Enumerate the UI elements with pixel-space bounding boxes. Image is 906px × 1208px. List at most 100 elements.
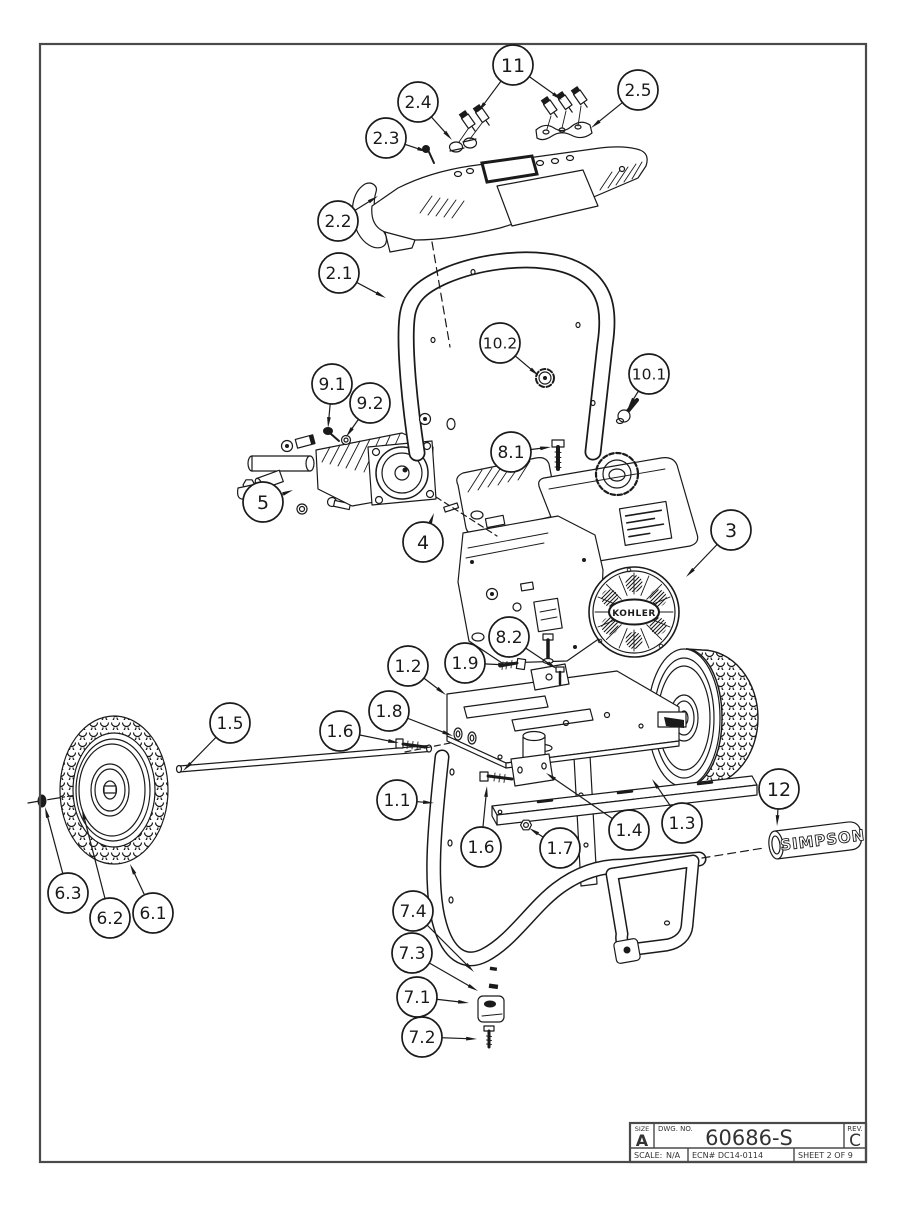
balloon-circle bbox=[132, 892, 174, 934]
callout-10.2: 10.2 bbox=[479, 322, 539, 376]
callout-1.7: 1.7 bbox=[529, 827, 581, 869]
spray-nozzle bbox=[458, 109, 476, 132]
balloon-label: 2.1 bbox=[325, 264, 352, 284]
balloon-label: 6.1 bbox=[139, 904, 166, 924]
callout-1.6: 1.6 bbox=[460, 786, 502, 868]
balloon-label: 2.3 bbox=[372, 129, 399, 149]
leader-arrowhead bbox=[82, 809, 87, 820]
flange-nut bbox=[519, 819, 533, 831]
balloon-label: 12 bbox=[767, 779, 791, 801]
engine-bolt-8-1 bbox=[551, 439, 565, 471]
leader-arrowhead bbox=[417, 146, 428, 152]
pump-screw-9-1 bbox=[323, 427, 340, 442]
balloon-label: 10.2 bbox=[483, 335, 518, 353]
balloon-label: 1.2 bbox=[394, 657, 421, 677]
callout-1.6: 1.6 bbox=[319, 710, 399, 752]
balloon-circle bbox=[368, 690, 410, 732]
ecn-value: ECN# DC14-0114 bbox=[692, 1151, 763, 1160]
callout-7.1: 7.1 bbox=[396, 976, 469, 1018]
callout-1.2: 1.2 bbox=[387, 645, 446, 695]
leader-arrowhead bbox=[183, 762, 192, 771]
simpson-grip: SIMPSON bbox=[701, 821, 867, 860]
sheet-value: SHEET 2 OF 9 bbox=[798, 1151, 853, 1160]
balloon-circle bbox=[319, 710, 361, 752]
spray-nozzle bbox=[472, 103, 490, 126]
balloon-circle bbox=[444, 642, 486, 684]
axle-stub bbox=[657, 711, 687, 728]
sheet-border bbox=[38, 42, 868, 1164]
leader-arrowhead bbox=[478, 102, 486, 112]
balloon-circle bbox=[387, 645, 429, 687]
shaft-key bbox=[443, 502, 460, 513]
callout-5: 5 bbox=[242, 481, 293, 523]
balloon-label: 2.2 bbox=[324, 212, 351, 232]
balloon-label: 7.2 bbox=[408, 1028, 435, 1048]
leader-arrowhead bbox=[428, 513, 434, 524]
balloon-circle bbox=[311, 363, 353, 405]
spacers bbox=[453, 727, 477, 745]
axle-bolt-upper bbox=[395, 738, 427, 750]
balloon-circle bbox=[479, 322, 521, 364]
control-panel-assembly bbox=[351, 85, 648, 253]
balloon-circle bbox=[317, 200, 359, 242]
leader-arrowhead bbox=[628, 397, 636, 408]
lower-frame-assembly bbox=[395, 727, 758, 1049]
balloon-label: 9.2 bbox=[356, 394, 383, 414]
balloon-label: 1.5 bbox=[216, 714, 243, 734]
balloon-circle bbox=[397, 81, 439, 123]
balloon-circle bbox=[488, 616, 530, 658]
socket-bracket bbox=[510, 753, 554, 787]
balloon-circle bbox=[349, 382, 391, 424]
leader-arrowhead bbox=[686, 567, 695, 577]
balloon-label: 1.7 bbox=[546, 839, 573, 859]
foot-assembly bbox=[477, 966, 505, 1049]
callout-2.5: 2.5 bbox=[591, 69, 659, 128]
leader-arrowhead bbox=[442, 730, 453, 736]
balloon-label: 1.8 bbox=[375, 702, 402, 722]
balloon-circle bbox=[242, 481, 284, 523]
leader-arrowhead bbox=[423, 800, 434, 804]
size-value: A bbox=[636, 1131, 649, 1150]
leader-arrowhead bbox=[436, 686, 446, 695]
balloon-circle bbox=[608, 809, 650, 851]
callout-2.3: 2.3 bbox=[365, 117, 428, 159]
leader-arrowhead bbox=[652, 779, 660, 789]
balloon-label: 11 bbox=[501, 55, 525, 77]
engine-label bbox=[618, 500, 673, 546]
engine-assembly: KOHLER bbox=[456, 439, 699, 691]
axle-rod bbox=[175, 744, 433, 774]
balloon-circle bbox=[617, 69, 659, 111]
callout-7.2: 7.2 bbox=[401, 1016, 477, 1058]
balloon-label: 9.1 bbox=[318, 375, 345, 395]
leader-arrowhead bbox=[591, 119, 601, 128]
upper-handle-assembly bbox=[397, 241, 639, 462]
pump-flange bbox=[367, 440, 437, 506]
callout-9.1: 9.1 bbox=[311, 363, 353, 428]
callout-12: 12 bbox=[758, 768, 800, 826]
balloon-circle bbox=[318, 252, 360, 294]
panel-small-screen bbox=[480, 154, 539, 184]
spray-nozzle bbox=[555, 90, 573, 113]
balloon-circle bbox=[661, 802, 703, 844]
callout-8.2: 8.2 bbox=[488, 616, 557, 669]
callout-10.1: 10.1 bbox=[628, 353, 670, 408]
leader-arrowhead bbox=[466, 1036, 477, 1041]
balloon-circle bbox=[209, 702, 251, 744]
balloon-label: 1.6 bbox=[326, 722, 353, 742]
balloon-label: 2.5 bbox=[624, 81, 651, 101]
balloon-label: 6.2 bbox=[96, 909, 123, 929]
balloon-circle bbox=[47, 872, 89, 914]
leader-arrowhead bbox=[529, 828, 540, 836]
balloon-circle bbox=[492, 44, 534, 86]
callout-2.1: 2.1 bbox=[318, 252, 386, 298]
leader-arrowhead bbox=[282, 490, 293, 496]
balloon-circle bbox=[376, 779, 418, 821]
nozzle-holder-left bbox=[448, 137, 478, 153]
balloon-label: 8.1 bbox=[497, 443, 524, 463]
balloon-label: 5 bbox=[257, 492, 269, 514]
balloon-label: 1.1 bbox=[383, 791, 410, 811]
balloon-circle bbox=[710, 509, 752, 551]
leader-arrowhead bbox=[45, 807, 50, 818]
rev-value: C bbox=[849, 1131, 861, 1151]
leader-arrowhead bbox=[458, 999, 469, 1004]
